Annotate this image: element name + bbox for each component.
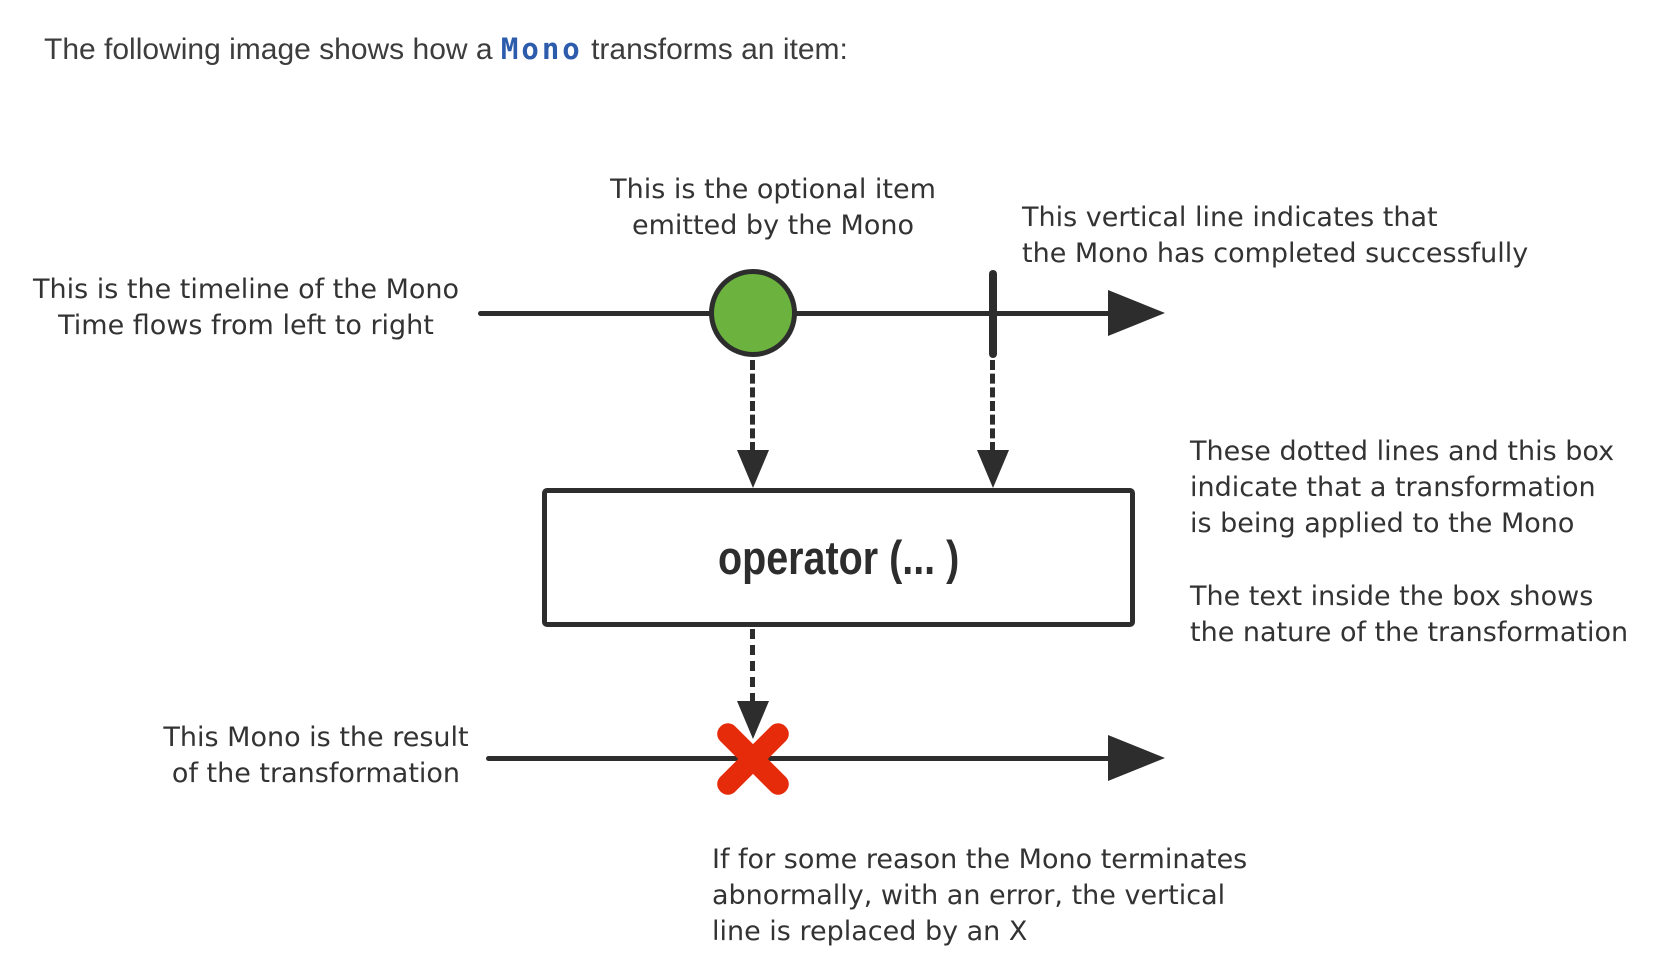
source-timeline-arrow-right-icon bbox=[1108, 290, 1165, 336]
optional-item-label: This is the optional item emitted by the… bbox=[610, 174, 936, 241]
timeline-label: This is the timeline of the Mono Time fl… bbox=[32, 274, 460, 341]
dashed-arrow-down-icon bbox=[737, 450, 769, 488]
dashed-line-result bbox=[750, 629, 755, 703]
intro-suffix: transforms an item: bbox=[582, 33, 848, 66]
green-item-dot-icon bbox=[709, 269, 797, 357]
intro-text: The following image shows how a Mono tra… bbox=[44, 28, 848, 71]
dashed-arrow-down-icon bbox=[977, 450, 1009, 488]
operator-label: operator (... ) bbox=[717, 531, 960, 584]
mono-code-link[interactable]: Mono bbox=[500, 32, 583, 66]
result-label: This Mono is the result of the transform… bbox=[163, 722, 469, 789]
complete-vertical-line-icon bbox=[989, 270, 997, 358]
error-x-icon bbox=[705, 711, 801, 807]
result-timeline-arrow-right-icon bbox=[1108, 735, 1165, 781]
completed-label: This vertical line indicates that the Mo… bbox=[1022, 202, 1529, 269]
transformation-note: These dotted lines and this box indicate… bbox=[1190, 436, 1615, 539]
intro-prefix: The following image shows how a bbox=[44, 33, 501, 66]
dashed-line-complete bbox=[990, 360, 995, 452]
dashed-line-item bbox=[750, 360, 755, 452]
box-text-note: The text inside the box shows the nature… bbox=[1190, 581, 1629, 648]
result-timeline-line bbox=[486, 756, 1112, 761]
operator-box: operator (... ) bbox=[542, 488, 1135, 627]
error-note: If for some reason the Mono terminates a… bbox=[712, 844, 1248, 947]
